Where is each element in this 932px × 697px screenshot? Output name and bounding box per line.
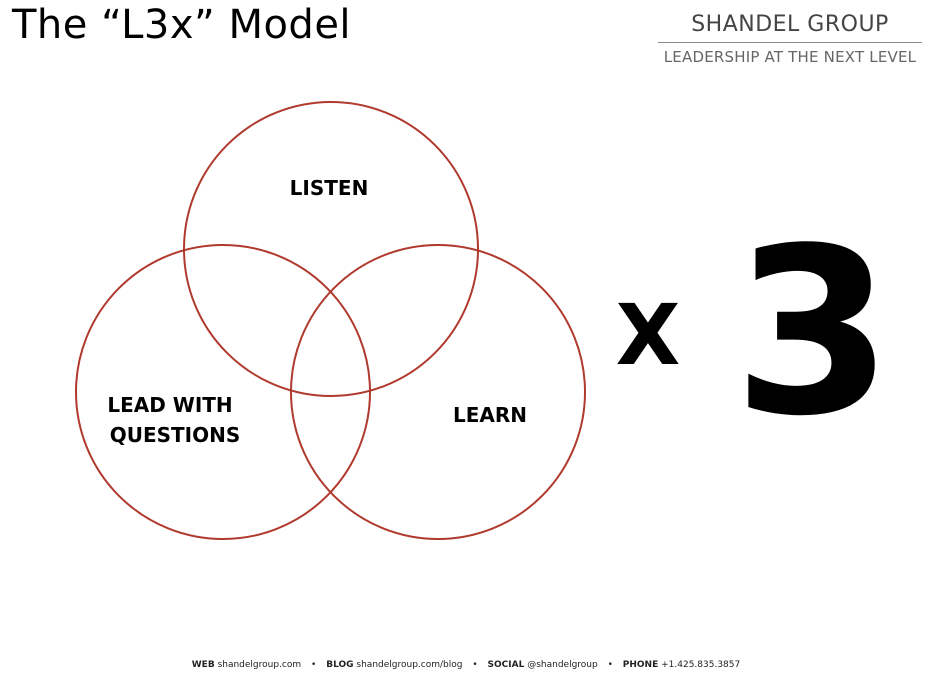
multiplier-x: X — [616, 286, 681, 384]
label-lead-line1: LEAD WITH — [107, 393, 232, 417]
label-learn: LEARN — [453, 403, 527, 427]
brand-name: SHANDEL GROUP — [691, 12, 889, 37]
label-lead-line2: QUESTIONS — [110, 423, 241, 447]
footer-phone-key: PHONE — [622, 660, 659, 670]
footer-web-link[interactable]: shandelgroup.com — [217, 660, 302, 670]
circle-lead-with-questions — [75, 244, 371, 540]
footer-social-key: SOCIAL — [487, 660, 525, 670]
footer-separator: • — [607, 660, 613, 670]
multiplier-three: 3 — [733, 200, 893, 467]
footer-blog-link[interactable]: shandelgroup.com/blog — [356, 660, 463, 670]
footer-web-key: WEB — [191, 660, 215, 670]
brand-tagline: LEADERSHIP AT THE NEXT LEVEL — [663, 48, 917, 66]
label-listen: LISTEN — [290, 176, 369, 200]
circle-listen — [183, 101, 479, 397]
footer-contacts: WEB shandelgroup.com • BLOG shandelgroup… — [0, 660, 932, 670]
footer-social-handle[interactable]: @shandelgroup — [527, 660, 598, 670]
footer-blog-key: BLOG — [326, 660, 354, 670]
brand-block: SHANDEL GROUP LEADERSHIP AT THE NEXT LEV… — [658, 12, 922, 66]
footer-separator: • — [311, 660, 317, 670]
slide-title: The “L3x” Model — [12, 2, 352, 48]
circle-learn — [290, 244, 586, 540]
brand-divider — [658, 42, 922, 43]
footer-separator: • — [472, 660, 478, 670]
footer-phone-number: +1.425.835.3857 — [661, 660, 741, 670]
